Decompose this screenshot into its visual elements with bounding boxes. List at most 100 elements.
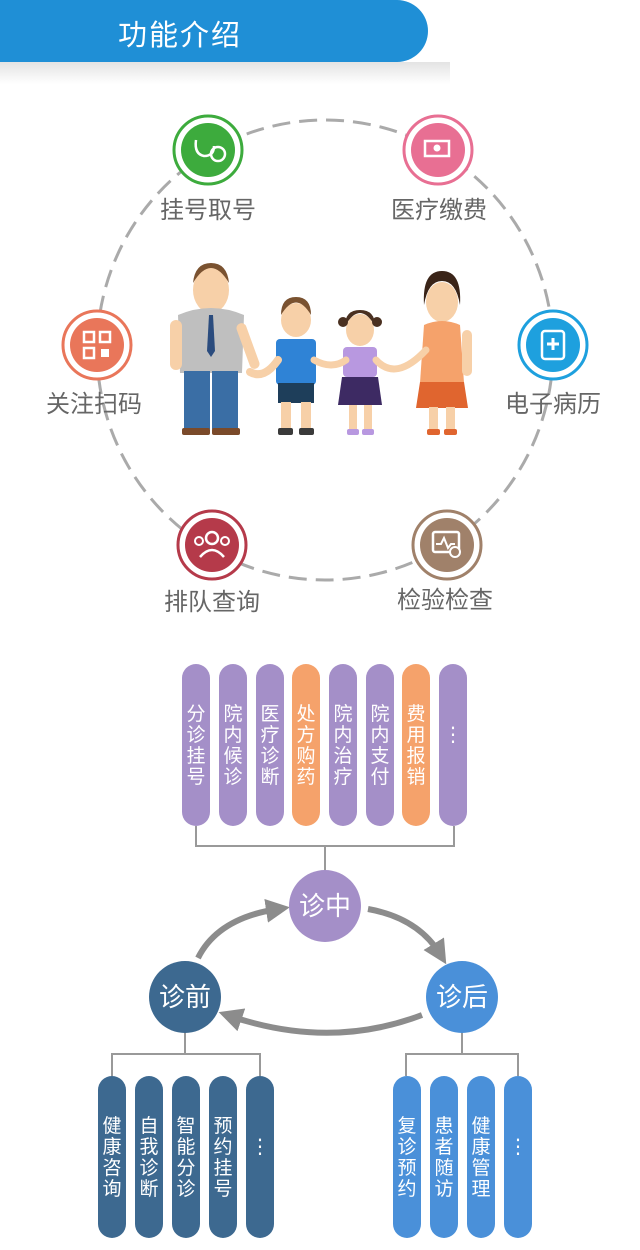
- after-item-char: 者: [434, 1136, 454, 1158]
- before-item-char: 断: [139, 1178, 159, 1200]
- stage-after-node[interactable]: 诊后: [426, 961, 498, 1033]
- before-item-char: 咨: [102, 1157, 122, 1179]
- after-item-char: 访: [434, 1178, 454, 1200]
- during-item[interactable]: 费用报销: [402, 664, 430, 826]
- during-item-char: 付: [370, 766, 390, 788]
- before-item[interactable]: 智能分诊: [172, 1076, 200, 1238]
- after-item-char: 理: [471, 1178, 491, 1200]
- during-item-char: 分: [186, 703, 206, 725]
- arrow-before-to-during: [195, 898, 290, 960]
- before-item[interactable]: 预约挂号: [209, 1076, 237, 1238]
- before-item-char: 诊: [176, 1178, 196, 1200]
- during-item-char: 院: [223, 703, 243, 725]
- during-item-char: 药: [296, 766, 316, 788]
- before-item-char: 诊: [139, 1157, 159, 1179]
- banner-shadow: [0, 62, 450, 84]
- after-item-char: 患: [434, 1115, 454, 1137]
- before-item-char: 健: [102, 1115, 122, 1137]
- feature-label-emr[interactable]: 电子病历: [505, 390, 601, 418]
- during-item-char: 用: [406, 724, 426, 746]
- during-item-char: 内: [370, 724, 390, 746]
- during-item[interactable]: 院内治疗: [329, 664, 357, 826]
- before-item-char: 挂: [213, 1157, 233, 1179]
- stethoscope-clock-icon[interactable]: [172, 114, 244, 186]
- before-item-char: 我: [139, 1136, 159, 1158]
- during-item-char: 治: [333, 745, 353, 767]
- during-item-char: 诊: [223, 766, 243, 788]
- feature-label-scan[interactable]: 关注扫码: [46, 390, 142, 418]
- after-item-char: 预: [397, 1157, 417, 1179]
- stage-during-node[interactable]: 诊中: [289, 870, 361, 942]
- during-item-char: 候: [223, 745, 243, 767]
- after-item[interactable]: 复诊预约: [393, 1076, 421, 1238]
- during-item-char: 处: [296, 703, 316, 725]
- during-item-char: 内: [333, 724, 353, 746]
- before-item-char: 康: [102, 1136, 122, 1158]
- during-item[interactable]: 院内支付: [366, 664, 394, 826]
- feature-dashed-ring: [95, 118, 555, 582]
- during-item-char: 报: [406, 745, 426, 767]
- before-item[interactable]: 自我诊断: [135, 1076, 163, 1238]
- page-title: 功能介绍: [118, 18, 243, 52]
- money-icon[interactable]: [402, 114, 474, 186]
- feature-label-register[interactable]: 挂号取号: [160, 196, 256, 224]
- connector-lines: [111, 826, 519, 1076]
- after-item[interactable]: 患者随访: [430, 1076, 458, 1238]
- stage-during-label: 诊中: [299, 892, 351, 922]
- after-item-label: ⋮: [508, 1134, 528, 1158]
- during-item-char: 费: [406, 703, 426, 725]
- feature-label-payment[interactable]: 医疗缴费: [391, 196, 487, 224]
- after-item-char: 随: [434, 1157, 454, 1179]
- family-icon: [170, 263, 472, 435]
- during-item-char: 支: [370, 745, 390, 767]
- during-item[interactable]: 院内候诊: [219, 664, 247, 826]
- after-item[interactable]: 健康管理: [467, 1076, 495, 1238]
- feature-label-lab[interactable]: 检验检查: [397, 586, 493, 614]
- before-item-char: 号: [213, 1178, 233, 1200]
- before-item-char: 询: [102, 1178, 122, 1200]
- stage-before-node[interactable]: 诊前: [149, 961, 221, 1033]
- during-item-label: ⋮: [443, 722, 463, 746]
- during-item[interactable]: 处方购药: [292, 664, 320, 826]
- before-item-label: ⋮: [250, 1134, 270, 1158]
- before-item[interactable]: ⋮: [246, 1076, 274, 1238]
- stage-after-label: 诊后: [436, 983, 488, 1013]
- during-item-char: 方: [296, 724, 316, 746]
- feature-label-queue[interactable]: 排队查询: [164, 588, 260, 616]
- during-item[interactable]: 医疗诊断: [256, 664, 284, 826]
- after-item[interactable]: ⋮: [504, 1076, 532, 1238]
- during-item-char: 院: [333, 703, 353, 725]
- during-item[interactable]: ⋮: [439, 664, 467, 826]
- before-item-char: 智: [176, 1115, 196, 1137]
- during-item[interactable]: 分诊挂号: [182, 664, 210, 826]
- after-item-char: 健: [471, 1115, 491, 1137]
- during-item-char: 医: [260, 703, 280, 725]
- before-item-char: 能: [176, 1136, 196, 1158]
- during-item-char: 院: [370, 703, 390, 725]
- before-item-char: 预: [213, 1115, 233, 1137]
- after-item-char: 复: [397, 1115, 417, 1137]
- during-item-char: 挂: [186, 745, 206, 767]
- header-banner: 功能介绍: [0, 0, 428, 62]
- during-item-char: 诊: [260, 745, 280, 767]
- after-item-char: 康: [471, 1136, 491, 1158]
- arrow-after-to-before: [218, 1008, 424, 1036]
- lab-monitor-icon[interactable]: [411, 509, 483, 581]
- stage-before-label: 诊前: [159, 983, 211, 1013]
- during-item-char: 疗: [260, 724, 280, 746]
- before-item-char: 约: [213, 1136, 233, 1158]
- after-item-char: 管: [471, 1157, 491, 1179]
- during-item-char: 断: [260, 766, 280, 788]
- during-item-char: 销: [406, 766, 426, 788]
- during-item-char: 内: [223, 724, 243, 746]
- before-item[interactable]: 健康咨询: [98, 1076, 126, 1238]
- after-item-char: 约: [397, 1178, 417, 1200]
- qr-code-icon[interactable]: [61, 309, 133, 381]
- queue-people-icon[interactable]: [176, 509, 248, 581]
- medical-record-icon[interactable]: [517, 309, 589, 381]
- during-item-char: 号: [186, 766, 206, 788]
- during-item-char: 购: [296, 745, 316, 767]
- arrow-during-to-after: [367, 906, 447, 965]
- before-item-char: 分: [176, 1157, 196, 1179]
- during-item-char: 诊: [186, 724, 206, 746]
